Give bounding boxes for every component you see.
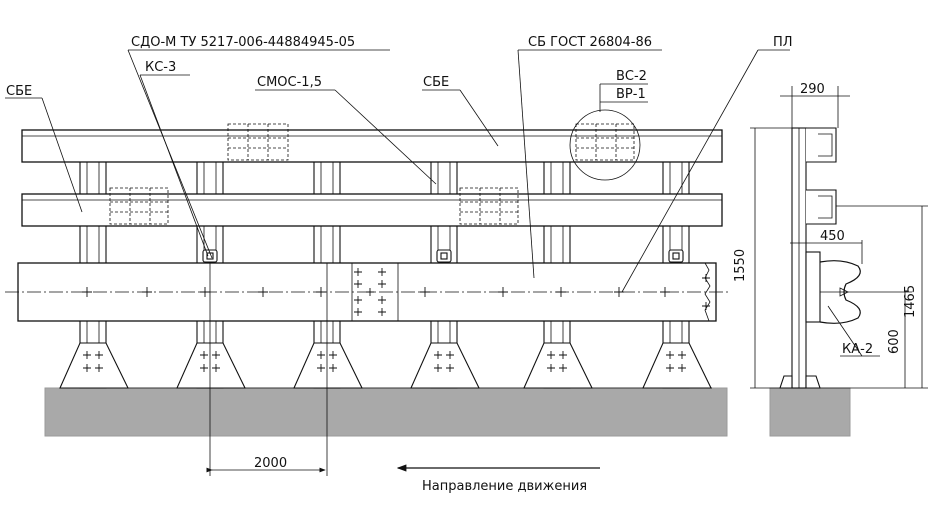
upper-beam xyxy=(21,129,723,163)
ka-label-group: КА-2 xyxy=(827,305,880,357)
label-sbe-left: СБЕ xyxy=(6,84,32,99)
dim-290: 290 xyxy=(800,82,825,97)
splice-connectors xyxy=(109,123,635,225)
detail-circle xyxy=(569,109,641,181)
dimension-1465: 1465 xyxy=(836,205,928,389)
label-smos: СМОС-1,5 xyxy=(257,75,322,90)
direction-indicator: Направление движения xyxy=(396,464,600,494)
ks-brackets xyxy=(202,249,684,263)
dimension-600: 600 xyxy=(860,291,912,388)
leaders: СБЕ СДО-М ТУ 5217-006-44884945-05 КС-3 С… xyxy=(5,35,793,293)
dim-450: 450 xyxy=(820,229,845,244)
ground-strip xyxy=(44,387,728,437)
label-ka: КА-2 xyxy=(842,342,873,357)
direction-caption: Направление движения xyxy=(422,479,587,494)
label-sbe-top: СБЕ xyxy=(423,75,449,90)
dim-1550: 1550 xyxy=(733,249,748,282)
front-view: 2000 Направление движения СБЕ СДО-М ТУ 5… xyxy=(5,35,793,494)
dimension-450: 450 xyxy=(790,229,863,264)
dim-600: 600 xyxy=(887,329,902,354)
label-ks: КС-3 xyxy=(145,60,176,75)
side-upper-beams xyxy=(806,127,837,225)
dim-2000: 2000 xyxy=(254,456,287,471)
label-vr: ВР-1 xyxy=(616,87,646,102)
base-bolts xyxy=(83,351,686,372)
side-view: 290 450 1550 1465 600 xyxy=(733,82,928,437)
label-sb-gost: СБ ГОСТ 26804-86 xyxy=(528,35,652,50)
dim-1465: 1465 xyxy=(903,285,918,318)
dimension-post-spacing: 2000 xyxy=(206,263,328,476)
dimension-1550: 1550 xyxy=(733,127,792,389)
beam-bolts xyxy=(82,268,710,316)
post-bases xyxy=(59,342,712,389)
label-sdo: СДО-М ТУ 5217-006-44884945-05 xyxy=(131,35,355,50)
side-lower-beam xyxy=(805,251,861,324)
label-vs: ВС-2 xyxy=(616,69,647,84)
side-ground xyxy=(769,387,851,437)
middle-beam xyxy=(21,193,723,227)
dimension-290: 290 xyxy=(780,82,850,128)
label-pl: ПЛ xyxy=(773,35,793,50)
